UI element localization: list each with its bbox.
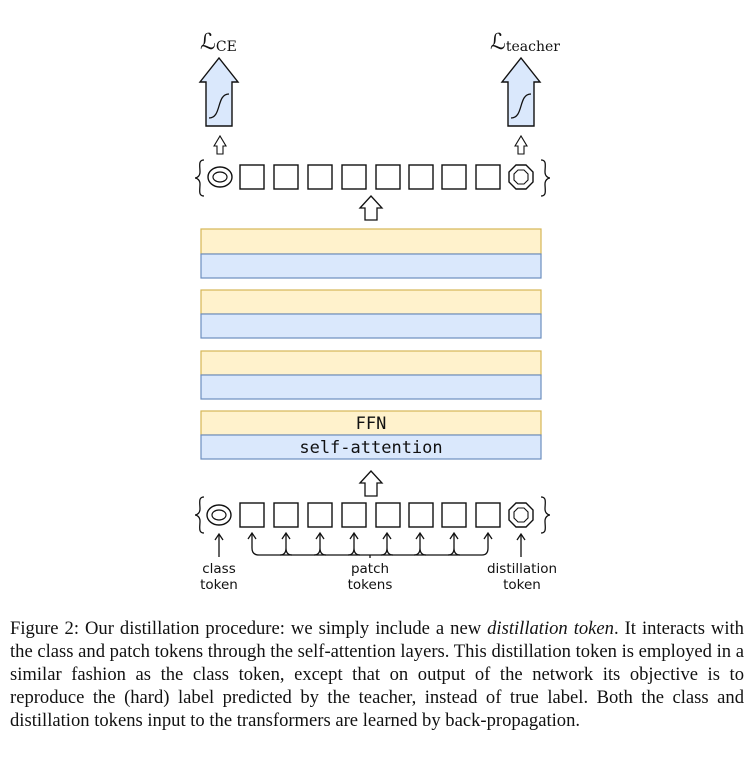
class-small-arrow: [213, 134, 227, 155]
caption-part2: . It interacts with the class and patch …: [10, 618, 744, 731]
output-patch-token: [408, 164, 434, 190]
attention-layer: [200, 313, 542, 339]
input-patch-token: [307, 502, 333, 528]
input-left-brace: [194, 496, 205, 534]
output-patch-token: [239, 164, 265, 190]
loss-teacher-label: ℒteacher: [490, 30, 560, 55]
output-distillation-token-inner: [513, 169, 529, 185]
patch-tokens-label-line2: tokens: [348, 577, 393, 593]
figure-caption: Figure 2: Our distillation procedure: we…: [10, 617, 744, 732]
output-right-brace: [540, 159, 551, 197]
output-patch-token: [475, 164, 501, 190]
input-patch-token: [341, 502, 367, 528]
ffn-layer: [200, 289, 542, 315]
input-patch-token: [441, 502, 467, 528]
distillation-sigmoid-curve: [510, 93, 532, 119]
caption-part1: Figure 2: Our distillation procedure: we…: [10, 618, 488, 639]
ffn-layer: [200, 228, 542, 255]
input-distillation-token-inner: [513, 507, 529, 523]
ffn-layer: [200, 350, 542, 376]
output-patch-token: [273, 164, 299, 190]
distillation-output-arrow: [500, 56, 542, 127]
transformer-output-arrow: [358, 195, 384, 221]
patch-tokens-label-line1: patch: [351, 561, 389, 577]
loss-ce-label: ℒCE: [200, 30, 237, 55]
transformer-layers: FFN self-attention: [200, 228, 542, 460]
self-attention-label: self-attention: [299, 438, 442, 458]
input-distillation-token: [508, 502, 534, 528]
caption-emphasis: distillation token: [487, 618, 614, 639]
output-patch-token: [341, 164, 367, 190]
ffn-layer: [200, 410, 542, 436]
output-patch-token: [375, 164, 401, 190]
transformer-input-arrow: [358, 470, 384, 497]
output-patch-token: [307, 164, 333, 190]
class-token-label-line2: token: [200, 577, 238, 593]
input-patch-token: [408, 502, 434, 528]
class-output-arrow: [198, 56, 240, 127]
output-class-token: [207, 166, 233, 188]
output-distillation-token: [508, 164, 534, 190]
attention-layer: [200, 374, 542, 400]
input-tokens-row: [194, 496, 551, 534]
distillation-token-label-line2: token: [503, 577, 541, 593]
attention-layer: [200, 253, 542, 279]
input-patch-token: [375, 502, 401, 528]
ffn-label: FFN: [356, 414, 387, 434]
distillation-diagram: ℒCE ℒteacher FFN: [194, 30, 560, 593]
input-patch-token: [273, 502, 299, 528]
distillation-small-arrow: [514, 134, 528, 155]
output-left-brace: [194, 159, 205, 197]
output-tokens-row: [194, 159, 551, 197]
token-input-arrows: [214, 531, 526, 558]
output-class-token-inner: [212, 171, 228, 183]
class-token-label-line1: class: [202, 561, 236, 577]
input-right-brace: [540, 496, 551, 534]
input-patch-token: [475, 502, 501, 528]
class-sigmoid-curve: [208, 93, 230, 119]
input-class-token-inner: [211, 509, 227, 521]
distillation-token-label-line1: distillation: [487, 561, 557, 577]
attention-layer: [200, 434, 542, 460]
input-class-token: [206, 504, 232, 526]
input-patch-token: [239, 502, 265, 528]
output-patch-token: [441, 164, 467, 190]
